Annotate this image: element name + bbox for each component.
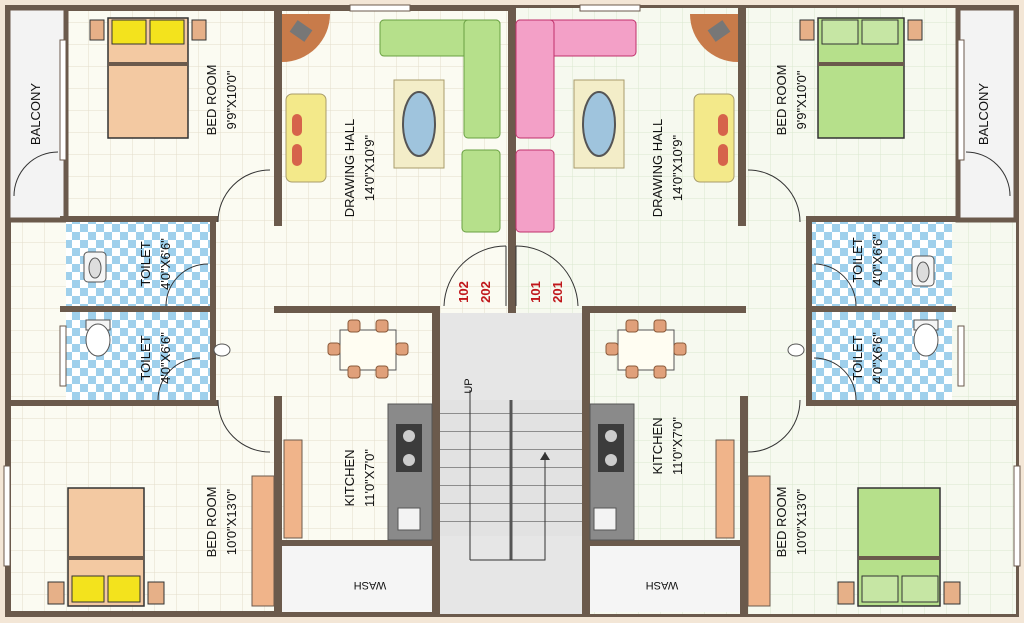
- left-wash-area: [282, 546, 432, 612]
- right-balcony-door-swing: [965, 151, 1011, 197]
- left-bedroom2-door-swing: [217, 399, 271, 453]
- right-kitchen-counter: [589, 403, 635, 541]
- left-wash-label: WASH: [354, 579, 387, 591]
- left-kitchen-name: KITCHEN: [342, 449, 357, 506]
- left-toilet-2-size: 4'0"X6'6": [158, 332, 173, 384]
- left-toilet-1-fixture: [83, 251, 107, 283]
- right-kitchen-size: 11'0"X7'0": [670, 417, 685, 475]
- unit-number-202: 202: [478, 281, 493, 303]
- windows: [3, 4, 1021, 567]
- left-toilet-1-size: 4'0"X6'6": [158, 238, 173, 290]
- left-dining-set: [327, 319, 409, 379]
- unit-number-102: 102: [456, 281, 471, 303]
- stair-up-arrow: [470, 452, 546, 561]
- right-toilet-2-size: 4'0"X6'6": [870, 332, 885, 384]
- stair-up-label: UP: [463, 378, 475, 393]
- left-balcony-label: BALCONY: [28, 83, 43, 145]
- arrow-up-icon: [540, 452, 550, 460]
- left-kitchen-counter: [387, 403, 433, 541]
- left-sofa-set: [379, 19, 501, 233]
- right-hall-name: DRAWING HALL: [650, 119, 665, 217]
- right-dining-set: [605, 319, 687, 379]
- left-toilet-2-fixture: [85, 319, 231, 357]
- right-sofa-set: [515, 19, 637, 233]
- right-bed-top-size: 9'9"X10'0": [794, 70, 809, 129]
- right-center-table: [573, 79, 625, 169]
- right-toilet-2-fixture: [787, 319, 939, 357]
- left-balcony-door-swing: [13, 151, 59, 197]
- left-toilet-1-name: TOILET: [138, 241, 153, 286]
- left-center-table: [393, 79, 445, 169]
- right-bed-top-name: BED ROOM: [774, 65, 789, 136]
- right-toilet-1-size: 4'0"X6'6": [870, 234, 885, 286]
- right-bottom-bed: [837, 487, 961, 607]
- right-bed-bottom-name: BED ROOM: [774, 487, 789, 558]
- left-toilet-2-name: TOILET: [138, 335, 153, 380]
- interior-walls: [8, 8, 1016, 614]
- left-bed-top-name: BED ROOM: [204, 65, 219, 136]
- right-entry-door-swing: [515, 245, 579, 307]
- unit-number-101: 101: [528, 281, 543, 303]
- left-bedroom-door-swing: [217, 169, 271, 223]
- right-wash-area: [590, 546, 740, 612]
- left-hall-name: DRAWING HALL: [342, 119, 357, 217]
- right-kitchen-name: KITCHEN: [650, 417, 665, 474]
- wardrobes: [251, 439, 771, 607]
- right-hall-size: 14'0"X10'9": [670, 134, 685, 201]
- right-bedroom2-door-swing: [747, 399, 801, 453]
- left-entry-door-swing: [443, 245, 507, 307]
- right-bed-bottom-size: 10'0"X13'0": [794, 488, 809, 555]
- right-wash-label: WASH: [646, 579, 679, 591]
- left-balcony-area: [5, 5, 69, 223]
- left-bed-bottom-size: 10'0"X13'0": [224, 488, 239, 555]
- right-bedroom-door-swing: [747, 169, 801, 223]
- left-top-bed: [89, 17, 207, 139]
- left-side-table: [285, 93, 327, 183]
- left-bed-bottom-name: BED ROOM: [204, 487, 219, 558]
- left-bottom-bed: [47, 487, 165, 607]
- unit-number-201: 201: [550, 281, 565, 303]
- left-kitchen-size: 11'0"X7'0": [362, 449, 377, 507]
- left-hall-size: 14'0"X10'9": [362, 134, 377, 201]
- right-side-table: [693, 93, 735, 183]
- right-toilet-2-name: TOILET: [850, 335, 865, 380]
- right-toilet-1-fixture: [911, 255, 935, 287]
- left-bed-top-size: 9'9"X10'0": [224, 70, 239, 129]
- right-balcony-label: BALCONY: [976, 83, 991, 145]
- right-toilet-1-name: TOILET: [850, 237, 865, 282]
- right-top-bed: [799, 17, 923, 139]
